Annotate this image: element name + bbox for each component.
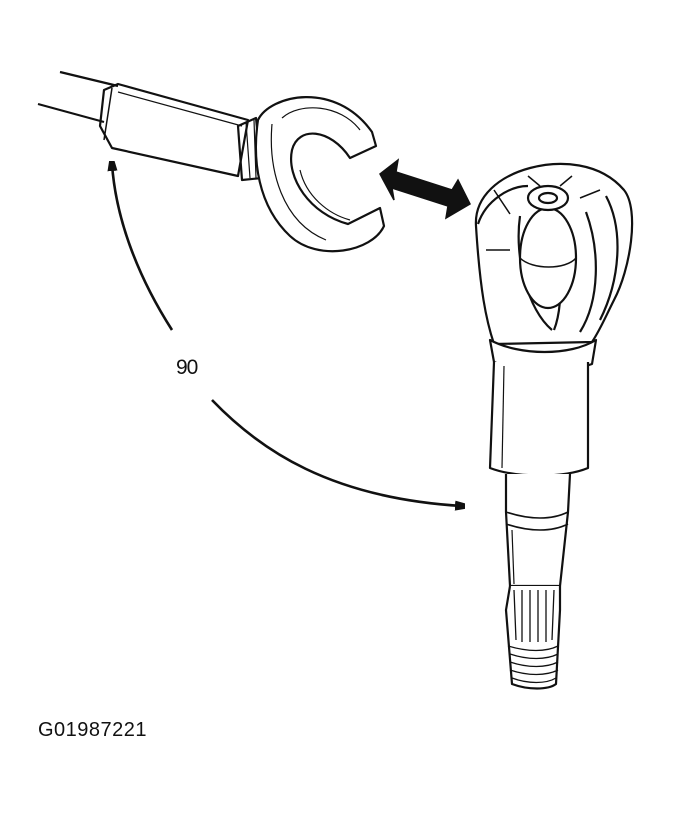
rotation-arrow-lower xyxy=(211,399,462,506)
removal-tool xyxy=(37,70,386,253)
angle-callout-label: 90 xyxy=(176,356,198,379)
cv-joint-body xyxy=(488,361,590,477)
tool-shaft xyxy=(98,82,250,178)
tool-c-jaw xyxy=(254,96,386,253)
tool-rod xyxy=(37,70,119,124)
engage-arrow xyxy=(379,158,471,220)
figure-id-label: G01987221 xyxy=(38,719,148,741)
cv-joint xyxy=(474,162,634,690)
rotation-arrow-upper xyxy=(112,164,174,331)
